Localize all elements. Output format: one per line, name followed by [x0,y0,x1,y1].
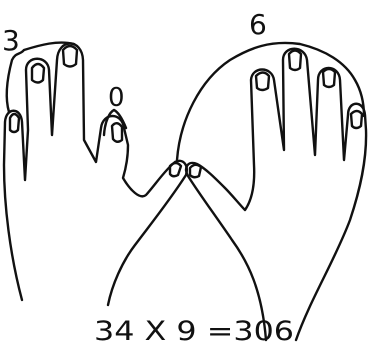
left-middle-finger-nail [63,46,77,67]
right-hand-outline [186,49,366,340]
left-hand-outline [4,44,187,306]
right-group-count: 6 [249,8,267,41]
equation-text: 34 X 9 =306 [94,316,294,347]
left-little-finger-nail [10,114,19,132]
left-hand [4,44,187,306]
right-thumb-nail [190,165,201,178]
right-index-finger-nail [256,73,269,91]
right-middle-finger-nail [289,51,301,71]
right-little-finger-nail [351,111,362,128]
left-group-count: 3 [2,24,20,57]
bent-finger-value: 0 [108,83,125,113]
left-bent-finger-nail [112,123,122,142]
left-thumb-nail [170,163,181,176]
left-ring-finger-nail [32,64,44,83]
right-hand [186,49,366,340]
right-group-bracket [177,43,364,160]
right-ring-finger-nail [323,69,335,87]
